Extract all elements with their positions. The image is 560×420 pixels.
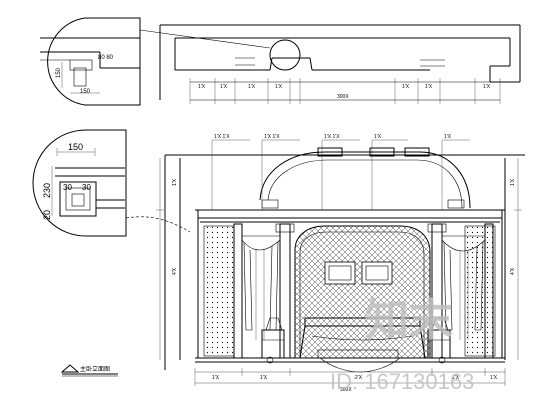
wall-panel-right — [464, 225, 496, 357]
plan-dim-total: 300X — [337, 94, 349, 100]
plan-dim-3: 1'X — [248, 84, 256, 90]
bottom-dim-total: 300X — [340, 387, 352, 393]
ceiling-arch — [259, 147, 471, 209]
headboard-panel — [294, 225, 431, 359]
right-dim-main: 4'X — [510, 267, 516, 275]
nightstand-right — [427, 317, 451, 364]
elev-tag-4: 1'X — [374, 134, 382, 140]
detail-dim-80-80: 80 80 — [98, 55, 114, 61]
elev-tag-1: 1'X 1'X — [214, 134, 230, 140]
left-dim-main: 4'X — [172, 267, 178, 275]
plan-view: 1'X 1'X 1'X 1'X 1'X 1'X 1'X 300X — [159, 24, 521, 104]
plan-detail-marker — [269, 39, 301, 71]
plan-dim-6: 1'X — [425, 84, 433, 90]
elev-tag-3: 1'X 1'X — [324, 134, 340, 140]
nightstand-left — [261, 317, 285, 364]
detail-cornice-top: 80 80 150 150 — [40, 37, 140, 95]
elevation-tags — [211, 139, 470, 210]
bottom-dim-4: 1'X — [452, 375, 460, 381]
detail-leader — [125, 216, 191, 233]
detail-mid-dim-30-b: 30 — [82, 183, 91, 192]
elev-tag-5: 1'X — [444, 134, 452, 140]
right-dim-top: 1'X — [510, 178, 516, 186]
bottom-dimensions — [194, 368, 506, 386]
detail-callout-top — [47, 17, 141, 106]
caption-block: 主卧立面图 — [60, 364, 118, 377]
elevation-outline — [164, 154, 525, 370]
detail-mid-dim-30-a: 30 — [63, 183, 72, 192]
detail-dim-150-side: 150 — [56, 67, 62, 78]
bottom-dim-5: 1'X — [490, 375, 498, 381]
bottom-dim-1: 1'X — [212, 375, 220, 381]
left-dim-top: 1'X — [172, 178, 178, 186]
detail-mid-dim-230: 230 — [42, 183, 52, 198]
plan-dim-2: 1'X — [220, 84, 228, 90]
detail-section-mid: 150 230 20 30 30 — [42, 142, 125, 220]
plan-dim-4: 1'X — [275, 84, 283, 90]
elev-tag-2: 1'X 1'X — [264, 134, 280, 140]
detail-callout-mid — [32, 129, 127, 237]
side-dimensions — [156, 158, 522, 360]
bottom-dim-3: 2'X — [355, 375, 363, 381]
watermark: 知末 ID: 167130163 — [330, 296, 474, 394]
detail-mid-dim-20: 20 — [42, 210, 52, 220]
wall-panel-left — [203, 225, 235, 357]
watermark-id: ID: 167130163 — [330, 369, 474, 394]
watermark-brand: 知末 — [365, 296, 453, 345]
bottom-dim-2: 1'X — [260, 375, 268, 381]
drawing-caption: 主卧立面图 — [80, 365, 110, 373]
plan-dim-5: 1'X — [402, 84, 410, 90]
detail-mid-dim-150: 150 — [68, 142, 83, 152]
detail-dim-150-bottom: 150 — [80, 89, 91, 95]
plan-dim-1: 1'X — [198, 84, 206, 90]
plan-dim-7: 1'X — [483, 84, 491, 90]
curtain-left — [241, 235, 281, 340]
